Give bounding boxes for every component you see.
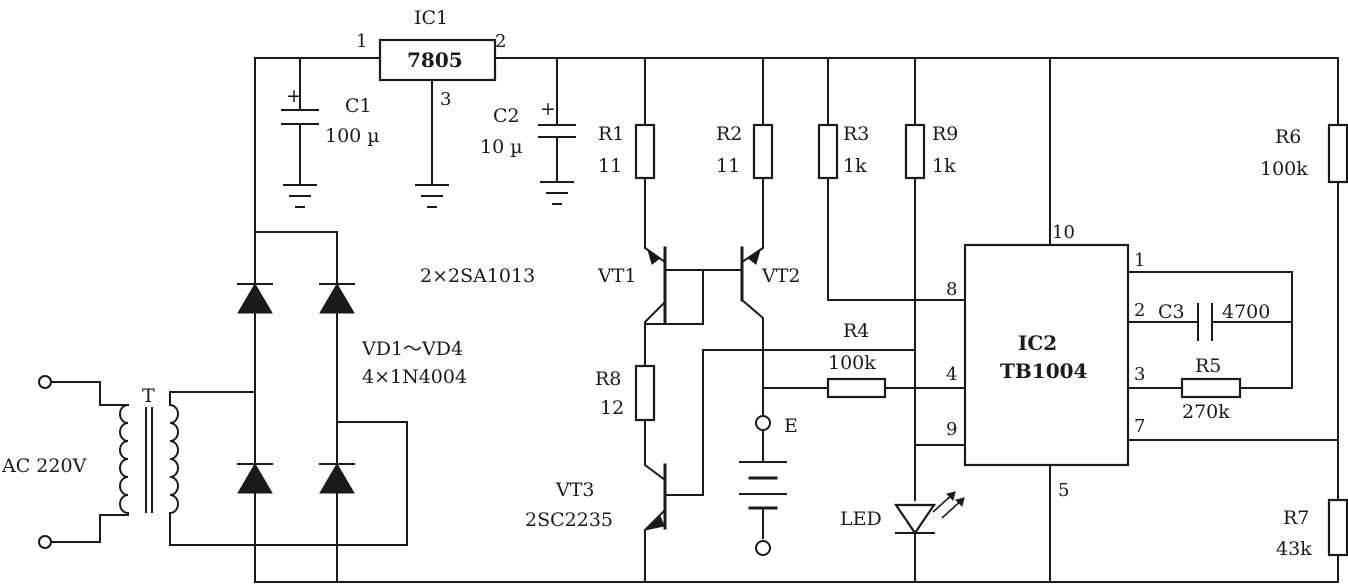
bridge-ref: VD1～VD4 bbox=[361, 338, 463, 360]
r9-value: 1k bbox=[932, 155, 956, 177]
vt2-ref: VT2 bbox=[761, 265, 800, 287]
c2-ref: C2 bbox=[493, 105, 520, 127]
ic2-ref: IC2 bbox=[1018, 331, 1057, 355]
c1-value: 100 µ bbox=[325, 125, 380, 147]
c3-ref: C3 bbox=[1158, 301, 1185, 323]
ground-symbol-c1 bbox=[283, 184, 317, 208]
r5-resistor: R5 270k bbox=[1180, 355, 1242, 423]
ground-symbol-ic1 bbox=[415, 184, 449, 208]
ic2-pin-9: 9 bbox=[946, 419, 957, 440]
ic2-pin-10: 10 bbox=[1052, 222, 1075, 243]
ic1-pin3: 3 bbox=[440, 89, 451, 110]
battery-terminal-bottom bbox=[755, 540, 771, 556]
bridge-part: 4×1N4004 bbox=[362, 366, 467, 388]
ic1-ref: IC1 bbox=[414, 7, 448, 29]
battery: E bbox=[739, 415, 798, 510]
transformer: T bbox=[119, 385, 196, 546]
r4-resistor: R4 100k bbox=[826, 320, 887, 399]
transformer-ref: T bbox=[142, 385, 155, 407]
vt2-transistor: VT2 bbox=[740, 246, 800, 302]
ic1-pin2: 2 bbox=[495, 31, 506, 52]
r1-resistor: R1 11 bbox=[598, 123, 656, 180]
vt3-ref: VT3 bbox=[555, 479, 594, 501]
r6-ref: R6 bbox=[1275, 126, 1301, 148]
r9-ref: R9 bbox=[932, 123, 958, 145]
r4-ref: R4 bbox=[843, 320, 869, 342]
r2-ref: R2 bbox=[716, 123, 742, 145]
ac-source-label: AC 220V bbox=[1, 455, 87, 477]
ic1-pin1: 1 bbox=[356, 31, 367, 52]
ic2-pin-7: 7 bbox=[1134, 416, 1145, 437]
ic2-pin-3: 3 bbox=[1134, 364, 1145, 385]
bridge-rectifier: VD1～VD4 4×1N4004 bbox=[237, 283, 467, 494]
r2-value: 11 bbox=[716, 155, 740, 177]
vt1-transistor: VT1 bbox=[597, 246, 667, 324]
c2-polarity: + bbox=[540, 98, 556, 120]
r5-value: 270k bbox=[1182, 401, 1230, 423]
ic2-part: TB1004 bbox=[1000, 359, 1088, 383]
ac-terminal-bottom bbox=[38, 535, 52, 549]
led-ref: LED bbox=[840, 508, 882, 530]
r6-resistor: R6 100k bbox=[1260, 123, 1348, 184]
vt3-transistor: VT3 2SC2235 bbox=[525, 463, 667, 531]
c1-ref: C1 bbox=[345, 95, 372, 117]
r9-resistor: R9 1k bbox=[904, 123, 958, 180]
ic2-pin-4: 4 bbox=[946, 364, 957, 385]
c2-capacitor: + C2 10 µ bbox=[480, 98, 576, 158]
r8-value: 12 bbox=[600, 397, 624, 419]
ic2-pin-1: 1 bbox=[1134, 250, 1145, 271]
r3-ref: R3 bbox=[843, 123, 869, 145]
vt1-ref: VT1 bbox=[597, 265, 636, 287]
r6-value: 100k bbox=[1260, 158, 1308, 180]
ic2-pin-5: 5 bbox=[1058, 480, 1069, 501]
ground-symbol-c2 bbox=[540, 181, 574, 205]
r5-ref: R5 bbox=[1195, 355, 1221, 377]
battery-ref: E bbox=[784, 415, 798, 437]
r7-resistor: R7 43k bbox=[1276, 498, 1348, 560]
c3-value: 4700 bbox=[1222, 301, 1270, 323]
r8-resistor: R8 12 bbox=[595, 364, 656, 422]
r1-value: 11 bbox=[598, 155, 622, 177]
r7-ref: R7 bbox=[1283, 507, 1309, 529]
led: LED bbox=[840, 491, 965, 535]
c3-capacitor: C3 4700 bbox=[1158, 301, 1270, 341]
vt12-note: 2×2SA1013 bbox=[420, 265, 535, 287]
c1-polarity: + bbox=[286, 85, 302, 107]
battery-terminal-top bbox=[755, 415, 771, 431]
vt3-part: 2SC2235 bbox=[525, 509, 613, 531]
r1-ref: R1 bbox=[598, 123, 624, 145]
c1-capacitor: + C1 100 µ bbox=[281, 85, 380, 147]
ic2-pin-2: 2 bbox=[1134, 300, 1145, 321]
r8-ref: R8 bbox=[595, 368, 621, 390]
r3-resistor: R3 1k bbox=[817, 123, 869, 180]
terminals bbox=[38, 375, 771, 556]
r2-resistor: R2 11 bbox=[716, 123, 774, 180]
ac-terminal-top bbox=[38, 375, 52, 389]
r7-value: 43k bbox=[1276, 538, 1312, 560]
ic1-part: 7805 bbox=[407, 48, 463, 72]
ic2-controller: IC2 TB1004 10 8 4 9 5 1 2 3 7 bbox=[946, 222, 1145, 501]
ic1-regulator: 7805 IC1 1 2 3 bbox=[356, 7, 506, 110]
r4-value: 100k bbox=[828, 352, 876, 374]
ic2-pin-8: 8 bbox=[946, 279, 957, 300]
wiring bbox=[49, 57, 1339, 583]
r3-value: 1k bbox=[843, 155, 867, 177]
c2-value: 10 µ bbox=[480, 136, 523, 158]
